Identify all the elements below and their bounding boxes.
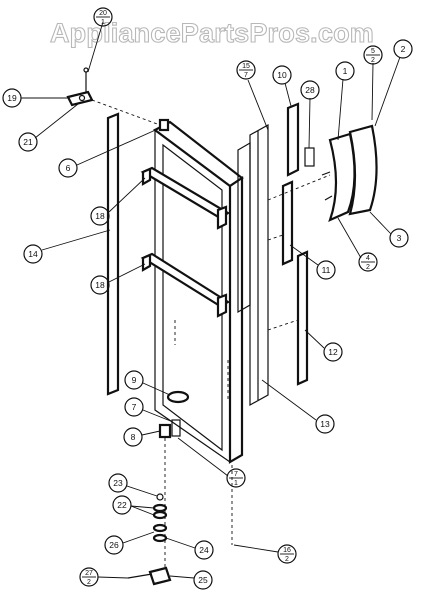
callout-5-2-num: 5	[371, 48, 375, 55]
callout-4-2-den: 2	[366, 264, 370, 271]
callout-22: 22	[117, 500, 127, 510]
callout-26: 26	[109, 540, 119, 550]
callout-5-2-den: 2	[371, 57, 375, 64]
callout-15-7-num: 15	[242, 63, 250, 70]
callout-1: 1	[343, 66, 348, 76]
assembly-guide-lines	[91, 99, 331, 331]
callout-12: 12	[328, 347, 338, 357]
door-panel	[152, 120, 244, 464]
callout-23: 23	[113, 478, 123, 488]
callout-24: 24	[199, 545, 209, 555]
shelf-bar-top	[140, 166, 231, 230]
callout-3: 3	[397, 233, 402, 243]
callout-10: 10	[277, 70, 287, 80]
callout-7: 7	[132, 402, 137, 412]
callout-7-1-den: 1	[234, 480, 238, 487]
callout-2: 2	[401, 44, 406, 54]
callout-16-2-den: 2	[285, 556, 289, 563]
top-hinge-assembly	[66, 67, 94, 107]
callout-20-num: 20	[99, 10, 107, 17]
top-hinge-pin	[158, 118, 170, 132]
callout-21: 21	[23, 137, 33, 147]
callouts: 20 1 19 21 6 18 14 18 9 7	[2, 7, 413, 590]
handle-trim-pieces	[281, 102, 315, 386]
watermark-text: AppliancePartsPros.com	[50, 18, 374, 48]
callout-15-7-den: 7	[244, 72, 248, 79]
callout-11: 11	[322, 265, 331, 275]
callout-19: 19	[7, 93, 17, 103]
door-trim-panels	[237, 123, 269, 407]
callout-18-top: 18	[95, 211, 105, 221]
callout-16-2-num: 16	[283, 547, 291, 554]
door-gasket-strip	[106, 112, 120, 396]
callout-13: 13	[320, 419, 330, 429]
callout-25: 25	[198, 575, 208, 585]
callout-6: 6	[66, 163, 71, 173]
callout-27-2-den: 2	[87, 579, 91, 586]
lower-door-fittings	[158, 390, 190, 439]
callout-28: 28	[305, 85, 315, 95]
callout-27-2-num: 27	[85, 570, 93, 577]
callout-8: 8	[131, 432, 136, 442]
callout-9: 9	[132, 375, 137, 385]
door-handle-assembly	[321, 124, 378, 223]
callout-20-den: 1	[101, 19, 105, 26]
callout-18-bottom: 18	[95, 280, 105, 290]
callout-7-1-num: 7	[234, 471, 238, 478]
callout-4-2-num: 4	[366, 255, 370, 262]
shelf-bar-bottom	[140, 252, 231, 318]
callout-14: 14	[28, 249, 38, 259]
bottom-hinge-stack	[127, 438, 233, 586]
